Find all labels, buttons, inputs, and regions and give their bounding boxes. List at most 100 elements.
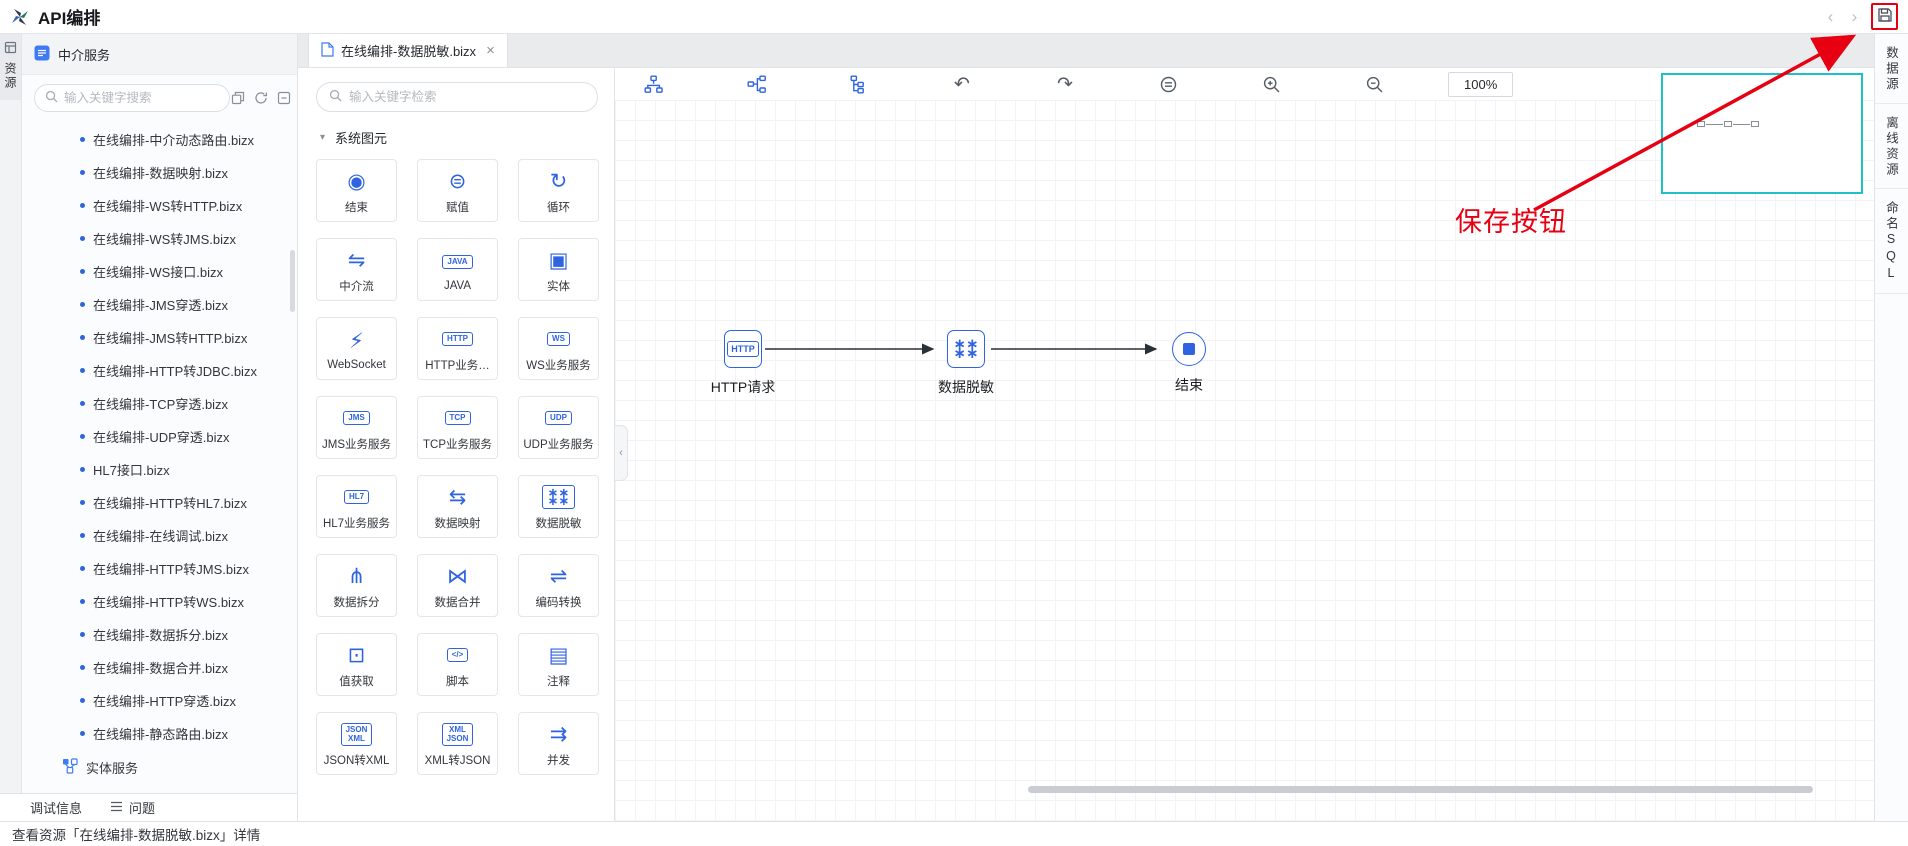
zoom-in-icon[interactable] (1259, 72, 1283, 96)
file-item[interactable]: 在线编排-HTTP转JMS.bizx (22, 552, 297, 585)
palette-item[interactable]: HTTP HTTP业务… (417, 317, 498, 380)
file-item[interactable]: 在线编排-TCP穿透.bizx (22, 387, 297, 420)
right-strip-tab-label: 离线资源 (1884, 115, 1898, 178)
save-button[interactable] (1871, 3, 1898, 30)
nav-forward-icon[interactable]: › (1851, 7, 1858, 26)
refresh-icon[interactable] (253, 91, 268, 106)
tab-close-icon[interactable]: × (486, 42, 495, 59)
editor-tab-bar: 在线编排-数据脱敏.bizx × (298, 34, 1874, 68)
sidebar-item-entity-service[interactable]: 实体服务 (22, 750, 297, 784)
file-item[interactable]: 在线编排-HTTP转WS.bizx (22, 585, 297, 618)
layout-horizontal-icon[interactable] (744, 72, 768, 96)
palette-item-label: JAVA (443, 280, 472, 292)
file-item[interactable]: 在线编排-HTTP转JDBC.bizx (22, 354, 297, 387)
palette-item[interactable]: UDP UDP业务服务 (518, 396, 599, 459)
sidebar-header[interactable]: 中介服务 (22, 34, 297, 75)
collapse-all-icon[interactable] (276, 91, 291, 106)
palette-item[interactable]: ⊜ 赋值 (417, 159, 498, 222)
palette-item[interactable]: </> 脚本 (417, 633, 498, 696)
palette-item[interactable]: ▤ 注释 (518, 633, 599, 696)
palette-search-box[interactable] (316, 82, 598, 112)
palette-item-label: 赋值 (446, 202, 469, 214)
layout-vertical-icon[interactable] (641, 72, 665, 96)
palette-item[interactable]: ⚡ WebSocket (316, 317, 397, 380)
file-item[interactable]: 在线编排-数据映射.bizx (22, 156, 297, 189)
file-item[interactable]: 在线编排-JMS转HTTP.bizx (22, 321, 297, 354)
palette-item-label: TCP业务服务 (423, 439, 492, 451)
zoom-level-indicator[interactable]: 100% (1448, 71, 1514, 97)
flow-node-data-masking[interactable]: ∗∗∗∗ 数据脱敏 (921, 330, 1011, 397)
palette-item[interactable]: ⇆ 数据映射 (417, 475, 498, 538)
palette-item[interactable]: ◉ 结束 (316, 159, 397, 222)
file-bullet-icon (80, 599, 85, 604)
palette-item[interactable]: ↻ 循环 (518, 159, 599, 222)
chevron-down-icon[interactable]: ▾ (320, 132, 326, 143)
resources-tab[interactable]: 资源 (0, 34, 21, 100)
sidebar-search-box[interactable] (34, 84, 230, 112)
flow-node-end[interactable]: 结束 (1144, 330, 1234, 395)
palette-section-header[interactable]: ▾ 系统图元 (320, 128, 614, 147)
palette-item[interactable]: WS WS业务服务 (518, 317, 599, 380)
save-floppy-icon (1877, 7, 1893, 26)
right-strip-tab[interactable]: 离线资源 (1875, 104, 1908, 189)
tab-problems[interactable]: 问题 (110, 798, 155, 817)
tab-data-masking[interactable]: 在线编排-数据脱敏.bizx × (308, 34, 508, 67)
file-item[interactable]: 在线编排-数据合并.bizx (22, 651, 297, 684)
file-bullet-icon (80, 203, 85, 208)
file-bullet-icon (80, 566, 85, 571)
nav-back-icon[interactable]: ‹ (1827, 7, 1834, 26)
palette-item[interactable]: ▣ 实体 (518, 238, 599, 301)
file-bullet-icon (80, 731, 85, 736)
right-strip-tab[interactable]: 数据源 (1875, 34, 1908, 104)
file-item[interactable]: 在线编排-HTTP转HL7.bizx (22, 486, 297, 519)
layout-compact-icon[interactable] (847, 72, 871, 96)
palette-item[interactable]: ⇌ 编码转换 (518, 554, 599, 617)
app-title: API编排 (38, 9, 101, 28)
sidebar-scrollbar[interactable] (290, 250, 295, 312)
file-item[interactable]: 在线编排-JMS穿透.bizx (22, 288, 297, 321)
flow-node-http-request[interactable]: HTTP HTTP请求 (698, 330, 788, 397)
redo-icon[interactable]: ↷ (1057, 73, 1073, 95)
file-item-label: 在线编排-HTTP转JDBC.bizx (93, 364, 257, 379)
file-item[interactable]: 在线编排-WS转JMS.bizx (22, 222, 297, 255)
palette-item[interactable]: TCP TCP业务服务 (417, 396, 498, 459)
right-strip-tab[interactable]: 命名SQL (1875, 189, 1908, 294)
file-item[interactable]: 在线编排-WS转HTTP.bizx (22, 189, 297, 222)
file-item[interactable]: 在线编排-WS接口.bizx (22, 255, 297, 288)
palette-item[interactable]: JMS JMS业务服务 (316, 396, 397, 459)
palette-item[interactable]: ∗∗∗∗ 数据脱敏 (518, 475, 599, 538)
copy-icon[interactable] (230, 91, 245, 106)
fit-view-icon[interactable] (1156, 72, 1180, 96)
problems-label: 问题 (129, 801, 156, 816)
palette-search-input[interactable] (349, 90, 585, 104)
palette-item[interactable]: JAVA JAVA (417, 238, 498, 301)
file-item[interactable]: 在线编排-中介动态路由.bizx (22, 123, 297, 156)
file-item[interactable]: 在线编排-UDP穿透.bizx (22, 420, 297, 453)
file-item[interactable]: 在线编排-数据拆分.bizx (22, 618, 297, 651)
search-icon (329, 89, 342, 105)
palette-item[interactable]: ⋔ 数据拆分 (316, 554, 397, 617)
undo-icon[interactable]: ↶ (954, 73, 970, 95)
flow-canvas[interactable]: HTTP HTTP请求 ∗∗∗∗ 数据脱敏 结束 (615, 100, 1874, 821)
tab-debug-info[interactable]: 调试信息 (30, 798, 82, 817)
loop-icon: ↻ (549, 169, 568, 193)
palette-item[interactable]: ⇋ 中介流 (316, 238, 397, 301)
node-label: 数据脱敏 (938, 379, 994, 395)
palette-item[interactable]: ⊡ 值获取 (316, 633, 397, 696)
palette-item[interactable]: ⇉ 并发 (518, 712, 599, 775)
file-item[interactable]: 在线编排-静态路由.bizx (22, 717, 297, 750)
palette-item[interactable]: HL7 HL7业务服务 (316, 475, 397, 538)
sidebar-search-input[interactable] (64, 91, 219, 105)
file-item[interactable]: 在线编排-在线调试.bizx (22, 519, 297, 552)
http-service-icon: HTTP (442, 324, 473, 354)
minimap[interactable] (1661, 73, 1863, 194)
palette-item[interactable]: ⋈ 数据合并 (417, 554, 498, 617)
file-item[interactable]: 在线编排-HTTP穿透.bizx (22, 684, 297, 717)
palette-collapse-handle[interactable]: ‹ (615, 425, 628, 481)
zoom-out-icon[interactable] (1362, 72, 1386, 96)
file-item[interactable]: HL7接口.bizx (22, 453, 297, 486)
canvas-horizontal-scrollbar[interactable] (1028, 786, 1813, 793)
